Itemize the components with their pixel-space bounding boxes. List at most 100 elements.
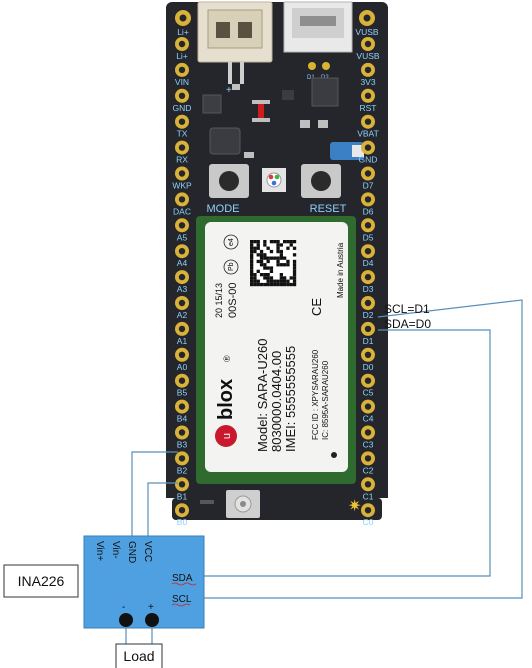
pin-label-left-10: A2 xyxy=(177,310,188,320)
scl-annotation: SCL=D1 xyxy=(384,302,430,316)
pin-label-left-1: VIN xyxy=(175,77,189,87)
pin-label-left-9: A3 xyxy=(177,284,188,294)
module-e4-mark: e4 xyxy=(228,238,235,246)
ina-minus-mark: - xyxy=(122,602,125,613)
module-label xyxy=(205,222,348,472)
mode-button[interactable] xyxy=(209,164,249,198)
pin-label-left-0: Li+ xyxy=(176,51,188,61)
module-model: Model: SARA-U260 xyxy=(255,339,270,452)
pin-label-right-17: C1 xyxy=(363,491,374,501)
pin-label-right-14: C4 xyxy=(363,414,374,424)
pin-label-left-7: A5 xyxy=(177,232,188,242)
pin-label-right-8: D4 xyxy=(363,258,374,268)
pin-label-right-11: D1 xyxy=(363,336,374,346)
right-header: VUSB3V3RSTVBATGNDD7D6D5D4D3D2D1D0C5C4C3C… xyxy=(356,37,380,527)
pin-label-right-5: D7 xyxy=(363,181,374,191)
led-label-d1: D1 xyxy=(307,75,315,81)
ina226-label: INA226 xyxy=(18,573,65,589)
pin-label-right-10: D2 xyxy=(363,310,374,320)
pin-label-left-5: WKP xyxy=(172,181,192,191)
pin-label-left-11: A1 xyxy=(177,336,188,346)
ina-pin-vcc: VCC xyxy=(142,541,153,562)
ublox-logo-icon xyxy=(215,425,237,447)
pin-label-left-4: RX xyxy=(176,155,188,165)
reset-button[interactable] xyxy=(301,164,341,198)
sda-annotation: SDA=D0 xyxy=(384,317,431,331)
rgb-led xyxy=(262,168,286,192)
module-fcc-id: FCC ID : XPYSARAU260 xyxy=(311,349,320,440)
electron-board: + D1 D2 Li+ VUSB xyxy=(166,1,388,527)
pin-label-right-9: D3 xyxy=(363,284,374,294)
led-d2 xyxy=(322,62,330,70)
pin-label-left-2: GND xyxy=(173,103,192,113)
pin-label-left-17: B1 xyxy=(177,491,188,501)
ina-pin-gnd: GND xyxy=(126,541,137,563)
datamatrix-code xyxy=(250,240,297,287)
pin-label-right-18: C0 xyxy=(363,517,374,527)
terminal-minus xyxy=(119,613,133,627)
wire-scl xyxy=(204,299,523,599)
pin-label-left-18: B0 xyxy=(177,517,188,527)
pin-label-left-6: DAC xyxy=(173,206,191,216)
module-ce-mark: CE xyxy=(309,298,324,316)
plus-mark: + xyxy=(226,85,232,96)
pin-label-right-6: D6 xyxy=(363,206,374,216)
pin-label-right-3: VBAT xyxy=(357,129,379,139)
ina-pin-vin-minus: Vin- xyxy=(110,541,121,559)
module-imei: IMEI: 5555555555 xyxy=(283,346,298,452)
star-logo-icon: ✷ xyxy=(348,498,361,515)
led-d1 xyxy=(308,62,316,70)
reset-label: RESET xyxy=(310,203,347,215)
wire-gnd xyxy=(131,451,178,540)
pin-label-left-8: A4 xyxy=(177,258,188,268)
module-lot: 00S-00 xyxy=(227,283,239,318)
chip-square xyxy=(209,127,241,155)
red-led xyxy=(258,104,264,118)
pin-label-vusb-top: VUSB xyxy=(355,27,378,37)
wire-sda xyxy=(204,329,491,577)
pin-label-right-2: RST xyxy=(360,103,377,113)
terminal-plus xyxy=(145,613,159,627)
chip-small-left xyxy=(202,94,222,114)
regulator-chip xyxy=(311,77,339,107)
pin-label-left-13: B5 xyxy=(177,388,188,398)
module-pb-mark: Pb xyxy=(228,262,235,271)
wires xyxy=(125,299,523,646)
pin-label-right-1: 3V3 xyxy=(360,77,375,87)
pin-label-right-7: D5 xyxy=(363,232,374,242)
battery-connector xyxy=(197,1,273,84)
mode-label: MODE xyxy=(207,203,240,215)
ina226-pcb xyxy=(83,535,205,629)
module-date-code: 20 15/13 xyxy=(214,283,224,318)
module-made-in: Made in Austria xyxy=(336,242,345,298)
module-part-number: 8030000.0404.00 xyxy=(269,351,284,452)
svg-text:u: u xyxy=(221,433,233,439)
pin-label-left-14: B4 xyxy=(177,414,188,424)
ina-plus-mark: + xyxy=(148,602,154,613)
pin-label-li-top: Li+ xyxy=(177,27,189,37)
load-label: Load xyxy=(123,648,154,664)
left-header: Li+ VIN GND TX RX WKP DAC A5A4A3A2A1A0B5B4B3B2B… xyxy=(172,37,192,527)
pin-label-right-12: D0 xyxy=(363,362,374,372)
pin-label-right-13: C5 xyxy=(363,388,374,398)
ina-pin-sda: SDA xyxy=(172,573,193,584)
pin-label-right-15: C3 xyxy=(363,440,374,450)
ina-pin-vin-plus: Vin+ xyxy=(94,541,105,561)
pin-label-right-4: GND xyxy=(359,155,378,165)
usb-connector xyxy=(283,1,353,53)
module-brand: blox xyxy=(215,379,237,420)
module-ic-id: IC: 8595A-SARAU260 xyxy=(321,360,330,440)
pin-label-left-15: B3 xyxy=(177,440,188,450)
module-label-text: u blox ® Model: SARA-U260 8030000.0404.0… xyxy=(214,234,345,458)
pin-label-left-3: TX xyxy=(177,129,188,139)
pin-label-left-12: A0 xyxy=(177,362,188,372)
pin-label-right-16: C2 xyxy=(363,465,374,475)
ina-pin-scl: SCL xyxy=(172,594,192,605)
ina226-board: Vin+ Vin- GND VCC SDA SCL - + xyxy=(83,535,205,629)
load-box xyxy=(115,643,163,668)
wire-vcc xyxy=(147,482,178,540)
antenna-connector xyxy=(226,490,260,518)
pin-label-left-16: B2 xyxy=(177,465,188,475)
module-registered: ® xyxy=(222,355,232,362)
